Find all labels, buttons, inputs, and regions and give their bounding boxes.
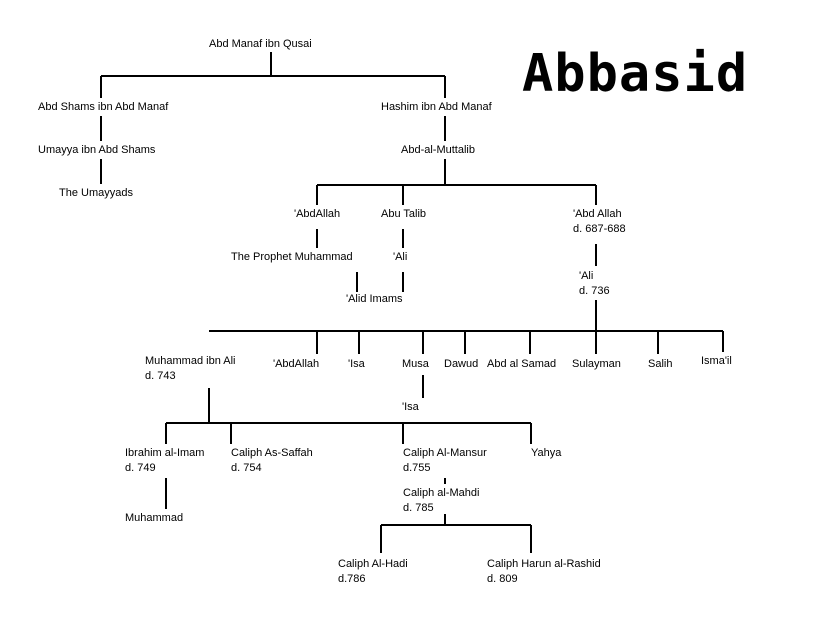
node-label-line: Abd Manaf ibn Qusai [209,38,312,50]
node-label-line: 'AbdAllah [294,208,341,220]
node-label-line: Caliph Al-Mansur [403,447,487,459]
node-label-line: Abd Shams ibn Abd Manaf [38,101,169,113]
node-umayya: Umayya ibn Abd Shams [38,143,155,158]
diagram-title: Abbasid [522,44,749,104]
node-caliph-al-mahdi: Caliph al-Mahdi d. 785 [403,486,479,516]
node-label-line: Umayya ibn Abd Shams [38,144,156,156]
node-label-line: d. 785 [403,502,434,514]
node-label-line: Salih [648,358,673,370]
node-label-line: 'Isa [402,401,419,413]
node-caliph-as-saffah: Caliph As-Saffah d. 754 [231,446,313,476]
node-isa-son-of-musa: 'Isa [402,400,419,415]
node-ali: 'Ali [393,250,407,265]
node-isa: 'Isa [348,357,365,372]
node-ibrahim-al-imam: Ibrahim al-Imam d. 749 [125,446,204,476]
node-label-line: Muhammad ibn Ali [145,355,236,367]
node-label-line: Yahya [531,447,562,459]
node-label-line: Ibrahim al-Imam [125,447,205,459]
node-yahya: Yahya [531,446,561,461]
node-label-line: Musa [402,358,429,370]
node-label-line: Isma'il [701,355,732,367]
node-label-line: The Umayyads [59,187,133,199]
node-abd-manaf: Abd Manaf ibn Qusai [209,37,312,52]
node-label-line: Abd-al-Muttalib [401,144,475,156]
node-label-line: d. 754 [231,462,262,474]
node-label-line: d.755 [403,462,431,474]
node-prophet-muhammad: The Prophet Muhammad [231,250,353,265]
node-label-line: Muhammad [125,512,184,524]
node-musa: Musa [402,357,429,372]
node-label-line: Hashim ibn Abd Manaf [381,101,492,113]
node-muhammad-ibn-ali: Muhammad ibn Ali d. 743 [145,354,236,384]
node-label-line: The Prophet Muhammad [231,251,353,263]
node-label-line: Abd al Samad [487,358,557,370]
node-caliph-harun-al-rashid: Caliph Harun al-Rashid d. 809 [487,557,601,587]
node-label-line: d. 687-688 [573,223,626,235]
node-label-line: Dawud [444,358,479,370]
node-label-line: Sulayman [572,358,621,370]
node-sulayman: Sulayman [572,357,621,372]
node-label-line: 'Abd Allah [573,208,622,220]
node-abd-allah-687: 'Abd Allah d. 687-688 [573,207,626,237]
node-label-line: d. 736 [579,285,610,297]
node-hashim: Hashim ibn Abd Manaf [381,100,492,115]
node-label-line: 'AbdAllah [273,358,320,370]
node-ali-736: 'Ali d. 736 [579,269,610,299]
node-ismail: Isma'il [701,354,732,369]
node-label-line: Caliph Al-Hadi [338,558,408,570]
node-label-line: Caliph As-Saffah [231,447,313,459]
node-label-line: Caliph al-Mahdi [403,487,480,499]
node-abd-shams: Abd Shams ibn Abd Manaf [38,100,168,115]
node-label-line: d. 743 [145,370,176,382]
node-label-line: d. 749 [125,462,156,474]
node-abdallah-father: 'AbdAllah [294,207,340,222]
node-alid-imams: 'Alid Imams [346,292,403,307]
node-caliph-al-hadi: Caliph Al-Hadi d.786 [338,557,408,587]
node-label-line: 'Isa [348,358,365,370]
node-label-line: 'Ali [393,251,408,263]
node-label-line: Caliph Harun al-Rashid [487,558,601,570]
node-label-line: Abu Talib [381,208,427,220]
node-abd-al-muttalib: Abd-al-Muttalib [401,143,475,158]
node-dawud: Dawud [444,357,478,372]
node-abu-talib: Abu Talib [381,207,426,222]
node-muhammad-son-of-ibrahim: Muhammad [125,511,183,526]
node-label-line: 'Alid Imams [346,293,403,305]
node-abd-al-samad: Abd al Samad [487,357,556,372]
node-salih: Salih [648,357,672,372]
node-caliph-al-mansur: Caliph Al-Mansur d.755 [403,446,487,476]
node-label-line: 'Ali [579,270,594,282]
node-label-line: d.786 [338,573,366,585]
node-abdallah-son: 'AbdAllah [273,357,319,372]
node-umayyads: The Umayyads [59,186,133,201]
node-label-line: d. 809 [487,573,518,585]
